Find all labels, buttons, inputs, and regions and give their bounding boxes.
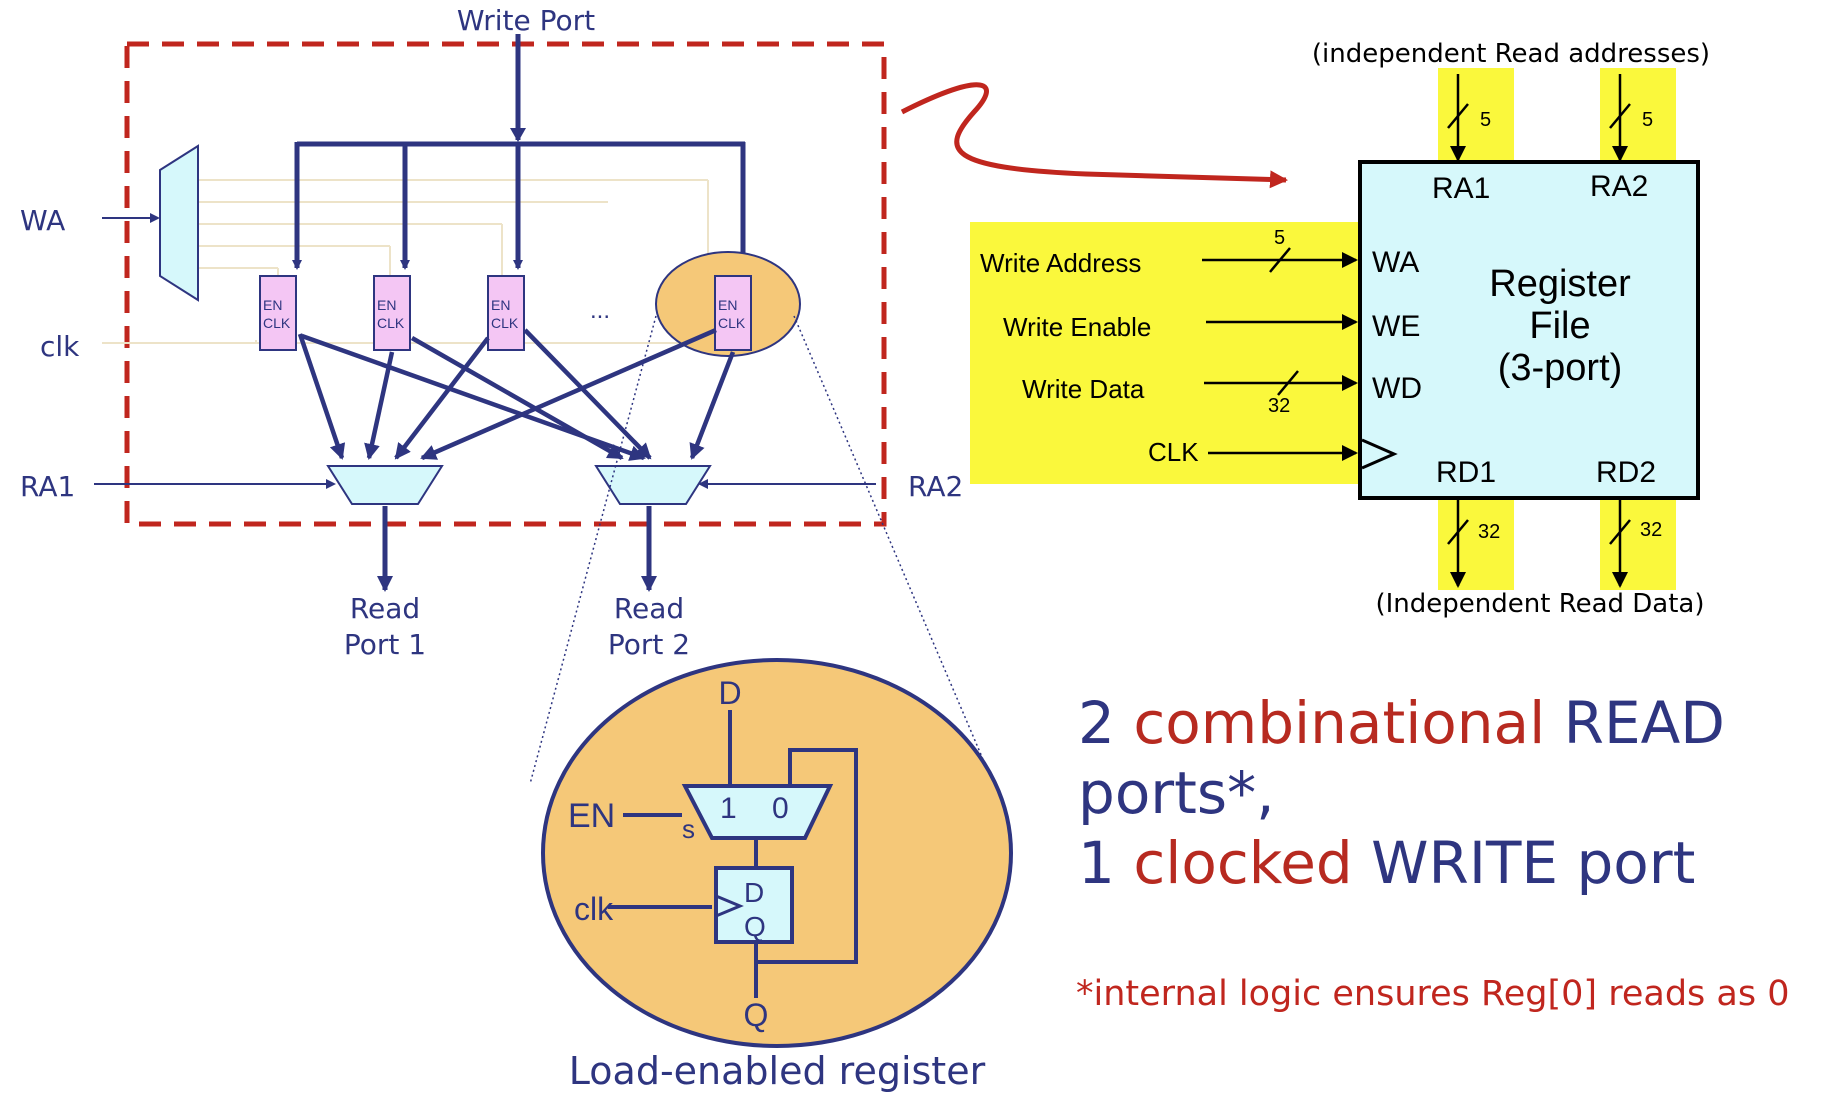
caption-line-3: 1 clocked WRITE port	[1078, 829, 1696, 897]
zoom-en-label: EN	[568, 797, 615, 835]
zoom-d-input: D	[718, 675, 741, 711]
read-wires	[297, 327, 736, 461]
register-1	[259, 275, 297, 351]
zoom-line-left	[529, 315, 657, 785]
zoom-mux-1: 1	[720, 792, 737, 825]
zoom-clk-label: clk	[574, 891, 614, 927]
pointer-arrow	[900, 82, 1288, 189]
d-flip-flop	[714, 866, 794, 944]
write-bus	[292, 34, 748, 270]
register-ellipsis: ...	[590, 297, 610, 324]
caption-line-2: ports*,	[1078, 759, 1275, 827]
port-wd: WD	[1372, 372, 1422, 405]
write-data-label: Write Data	[1022, 374, 1145, 404]
top-note: (independent Read addresses)	[1312, 39, 1710, 69]
write-enable-label: Write Enable	[1003, 312, 1151, 342]
port-rd1: RD1	[1436, 456, 1496, 489]
ra1-label: RA1	[20, 470, 75, 503]
write-address-label: Write Address	[980, 248, 1141, 278]
ra2-label: RA2	[908, 470, 963, 503]
register-2	[373, 275, 411, 351]
footnote: *internal logic ensures Reg[0] reads as …	[1076, 974, 1790, 1014]
zoom-q-output: Q	[744, 997, 769, 1033]
register-file-box	[1358, 160, 1700, 500]
wd-width: 32	[1268, 395, 1290, 417]
zoom-line-right	[793, 315, 1009, 819]
zoom-ff-d: D	[744, 877, 764, 908]
register-2-en: EN	[377, 297, 396, 313]
bottom-note: (Independent Read Data)	[1375, 589, 1704, 619]
zoom-view: D EN 1 0 s clk D Q Q Load-enabled regist…	[529, 315, 1013, 1093]
port-wa: WA	[1372, 246, 1419, 279]
read-mux-2	[594, 465, 712, 505]
ports-caption: 2 combinational READ ports*, 1 clocked W…	[1078, 688, 1818, 898]
register-3-clk: CLK	[491, 315, 519, 331]
zoom-ff-q: Q	[744, 911, 766, 942]
register-cells	[259, 275, 752, 351]
register-file-title-1: Register	[1489, 263, 1631, 305]
register-1-en: EN	[263, 297, 282, 313]
port-rd2: RD2	[1596, 456, 1656, 489]
caption-line-1: 2 combinational READ	[1078, 689, 1725, 757]
clk-input-label: CLK	[1148, 437, 1199, 467]
ra1-width: 5	[1480, 109, 1491, 131]
register-4	[714, 275, 752, 351]
write-port-label: Write Port	[457, 4, 595, 37]
register-3	[487, 275, 525, 351]
wa-width: 5	[1274, 227, 1285, 249]
register-4-clk: CLK	[718, 315, 746, 331]
register-file-title-3: (3-port)	[1498, 347, 1623, 389]
port-ra2: RA2	[1590, 170, 1648, 203]
register-1-clk: CLK	[263, 315, 291, 331]
register-3-en: EN	[491, 297, 510, 313]
read-port-1-line1: Read	[350, 592, 420, 625]
register-2-clk: CLK	[377, 315, 405, 331]
rd1-width: 32	[1478, 521, 1500, 543]
clock-triangle	[1361, 438, 1398, 470]
clk-label: clk	[40, 330, 80, 363]
wa-label: WA	[20, 204, 65, 237]
rd2-width: 32	[1640, 519, 1662, 541]
read-port-2-line2: Port 2	[608, 628, 690, 661]
zoom-caption: Load-enabled register	[569, 1049, 986, 1093]
enable-mux	[681, 784, 834, 840]
read-port-2-line1: Read	[614, 592, 684, 625]
zoom-sel: s	[682, 814, 695, 844]
dashed-boundary	[124, 41, 887, 527]
port-ra1: RA1	[1432, 172, 1490, 205]
register-file-block: 5 5 5 32 32 32 (independent Read address…	[900, 39, 1710, 619]
port-we: WE	[1372, 310, 1420, 343]
zoom-ellipse	[541, 658, 1013, 1048]
register-file-title-2: File	[1529, 305, 1590, 347]
write-decoder	[159, 144, 199, 302]
ra2-width: 5	[1642, 109, 1653, 131]
yellow-highlights	[970, 68, 1676, 590]
register-4-en: EN	[718, 297, 737, 313]
read-mux-1	[326, 465, 444, 505]
register-array-diagram: EN CLK EN CLK EN CLK EN CLK ...	[20, 4, 963, 661]
zoom-mux-0: 0	[772, 792, 789, 825]
read-port-1-line2: Port 1	[344, 628, 426, 661]
